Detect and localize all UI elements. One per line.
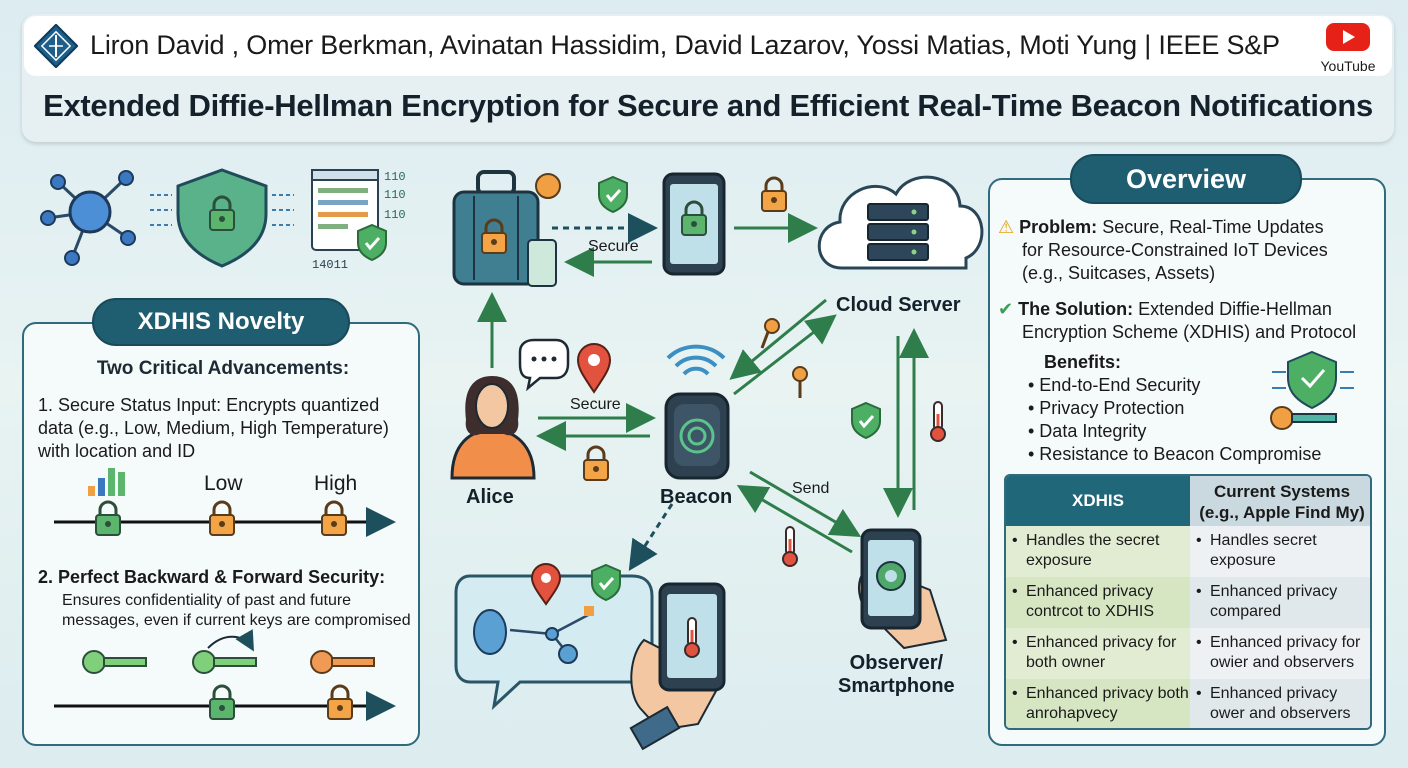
- svg-text:14011: 14011: [312, 258, 348, 272]
- tracking-bubble-icon: [454, 563, 654, 711]
- observer-label-line1: Observer/: [849, 652, 944, 674]
- benefit-item: • Data Integrity: [1028, 421, 1147, 441]
- key-sequence-icon: [82, 629, 375, 674]
- table-cell: •Enhanced privacy for owier and observer…: [1190, 628, 1370, 679]
- beacon-icon: [664, 344, 730, 480]
- novelty-item1-line2: data (e.g., Low, Medium, High Temperatur…: [38, 418, 389, 438]
- problem-line1: ⚠ Problem: Secure, Real-Time Updates: [998, 217, 1324, 237]
- problem-text1: Secure, Real-Time Updates: [1102, 217, 1324, 237]
- problem-line3: (e.g., Suitcases, Assets): [1022, 263, 1216, 283]
- novelty-pill: XDHIS Novelty: [92, 298, 350, 346]
- benefit-item: • End-to-End Security: [1028, 375, 1201, 395]
- svg-text:110: 110: [384, 208, 406, 222]
- page-title: Extended Diffie-Hellman Encryption for S…: [43, 88, 1373, 123]
- authors-line: Liron David , Omer Berkman, Avinatan Has…: [90, 30, 1280, 60]
- timeline-arrow: [54, 500, 396, 537]
- table-cell: •Enhanced privacy for both owner: [1006, 628, 1190, 679]
- youtube-icon: [1326, 23, 1370, 51]
- solution-text1: Extended Diffie-Hellman: [1138, 299, 1332, 319]
- table-cell: •Handles the secret exposure: [1006, 526, 1190, 577]
- novelty-item2-line1: Ensures confidentiality of past and futu…: [62, 592, 352, 609]
- server-log-icon: 110 110 110 14011: [311, 169, 406, 272]
- lock-icon: [760, 176, 788, 213]
- shield-icon: [597, 175, 629, 214]
- shield-icon: [850, 401, 882, 440]
- cloud-server-icon: [817, 175, 984, 270]
- phone-icon: [662, 172, 726, 276]
- cloud-server-label: Cloud Server: [836, 294, 961, 316]
- thermometer-icon: [930, 401, 946, 442]
- chat-bubble-icon: [518, 338, 570, 392]
- low-label: Low: [204, 472, 243, 495]
- youtube-label: YouTube: [1320, 58, 1376, 74]
- alice-avatar: [450, 376, 536, 480]
- key-icon: [760, 318, 808, 398]
- benefits-title: Benefits:: [1044, 352, 1122, 372]
- table-cell: •Enhanced privacy contrcot to XDHIS: [1006, 577, 1190, 628]
- flow-arrows: [477, 213, 929, 572]
- secure-label: Secure: [570, 396, 621, 413]
- network-icon: [40, 170, 136, 266]
- table-header-current-line1: Current Systems: [1213, 482, 1351, 501]
- svg-text:110: 110: [384, 170, 406, 184]
- novelty-subtitle: Two Critical Advancements:: [96, 358, 350, 379]
- alice-label: Alice: [466, 486, 514, 508]
- solution-line1: ✔ The Solution: Extended Diffie-Hellman: [998, 299, 1332, 319]
- table-cell: •Handles secret exposure: [1190, 526, 1370, 577]
- suitcase-icon: [452, 170, 561, 287]
- benefit-item: • Resistance to Beacon Compromise: [1028, 444, 1322, 464]
- table-cell: •Enhanced privacy compared: [1190, 577, 1370, 628]
- location-pin-icon: [576, 343, 612, 394]
- novelty-item2-title: 2. Perfect Backward & Forward Security:: [38, 567, 386, 587]
- novelty-item1-line3: with location and ID: [38, 441, 196, 461]
- timeline-arrow: [54, 684, 396, 721]
- beacon-label: Beacon: [660, 486, 733, 508]
- security-key-icon: [1270, 350, 1354, 430]
- thermometer-icon: [782, 526, 798, 567]
- benefit-item: • Privacy Protection: [1028, 398, 1185, 418]
- bar-chart-icon: [88, 468, 125, 496]
- table-header-current: Current Systems (e.g., Apple Find My): [1190, 476, 1370, 526]
- table-cell: •Enhanced privacy ower and observers: [1190, 679, 1370, 728]
- big-shield-icon: [150, 168, 294, 268]
- table-cell: •Enhanced privacy both anrohapvecy: [1006, 679, 1190, 728]
- high-label: High: [314, 472, 358, 495]
- ieee-logo-icon: [34, 24, 78, 68]
- overview-pill: Overview: [1070, 154, 1302, 204]
- problem-label: Problem:: [1019, 217, 1098, 237]
- observer-label: Observer/ Smartphone: [838, 652, 955, 698]
- header: Liron David , Omer Berkman, Avinatan Has…: [22, 14, 1394, 142]
- hand-phone-icon: [629, 582, 726, 751]
- secure-label: Secure: [588, 238, 639, 255]
- observer-phone-icon: [857, 528, 948, 650]
- solution-label: The Solution:: [1018, 299, 1134, 319]
- novelty-item1-line1: 1. Secure Status Input: Encrypts quantiz…: [38, 395, 380, 415]
- lock-icon: [582, 445, 610, 482]
- solution-line2: Encryption Scheme (XDHIS) and Protocol: [1022, 322, 1357, 342]
- youtube-link[interactable]: YouTube: [1316, 22, 1380, 74]
- observer-label-line2: Smartphone: [838, 675, 955, 697]
- authors-bar: Liron David , Omer Berkman, Avinatan Has…: [24, 16, 1392, 76]
- svg-text:110: 110: [384, 188, 406, 202]
- send-label: Send: [792, 480, 830, 497]
- table-header-xdhis: XDHIS: [1006, 476, 1190, 526]
- problem-line2: for Resource-Constrained IoT Devices: [1022, 240, 1328, 260]
- table-header-current-line2: (e.g., Apple Find My): [1199, 503, 1365, 522]
- comparison-table: XDHIS Current Systems (e.g., Apple Find …: [1004, 474, 1372, 730]
- novelty-item2-line2: messages, even if current keys are compr…: [62, 612, 411, 629]
